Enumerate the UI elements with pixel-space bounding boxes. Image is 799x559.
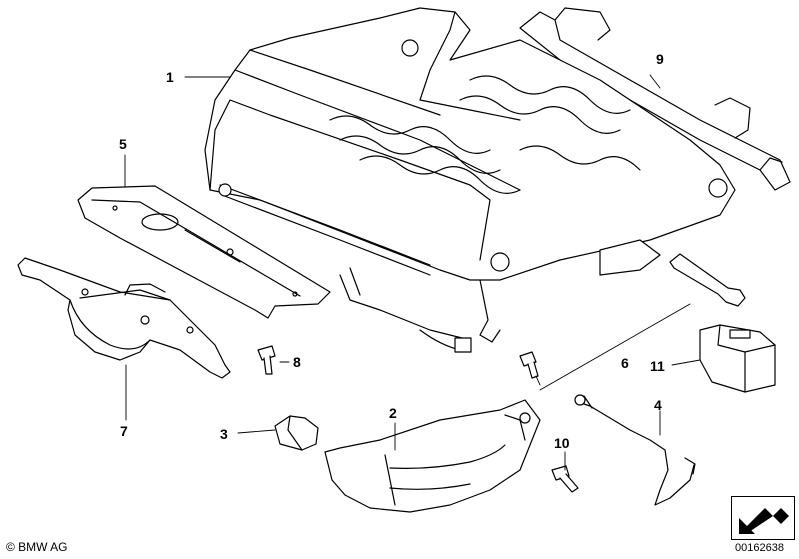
height-adjuster-part [17, 257, 231, 379]
callout-2: 2 [389, 405, 397, 421]
seat-pan-plate-part [77, 185, 331, 319]
callout-8: 8 [293, 354, 301, 370]
side-cover-part [324, 399, 541, 513]
bolt-part-8 [257, 345, 276, 375]
diagram-arrow-icon [731, 496, 795, 540]
pin-part-6 [519, 253, 746, 379]
callout-10: 10 [554, 435, 570, 451]
copyright-label: © BMW AG [6, 540, 68, 554]
callout-11: 11 [650, 358, 665, 374]
seat-frame-part [204, 7, 736, 353]
callout-3: 3 [220, 426, 228, 442]
trim-cover-part [274, 415, 319, 451]
leader-lines [124, 74, 701, 471]
callout-6: 6 [621, 355, 629, 371]
control-module-part [699, 324, 776, 393]
callout-4: 4 [654, 397, 662, 413]
callout-9: 9 [656, 51, 664, 67]
cable-part [574, 394, 696, 506]
callout-1: 1 [166, 69, 174, 85]
callout-7: 7 [120, 423, 128, 439]
image-number-label: 00162638 [735, 542, 784, 554]
callout-5: 5 [119, 136, 127, 152]
